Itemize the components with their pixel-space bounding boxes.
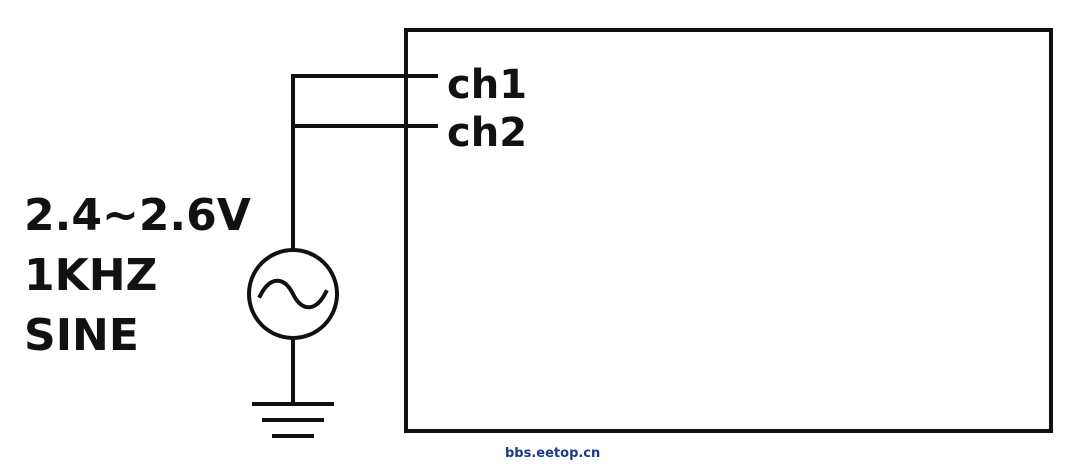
source-frequency-label: 1KHZ [24,250,157,301]
ch1-label: ch1 [447,62,527,108]
sine-wave-icon [257,278,329,310]
ch2-label: ch2 [447,110,527,156]
ground-icon [252,402,334,438]
source-waveform-label: SINE [24,310,139,361]
source-voltage-label: 2.4~2.6V [24,190,251,241]
instrument-box [404,28,1053,433]
watermark: bbs.eetop.cn [505,446,600,461]
